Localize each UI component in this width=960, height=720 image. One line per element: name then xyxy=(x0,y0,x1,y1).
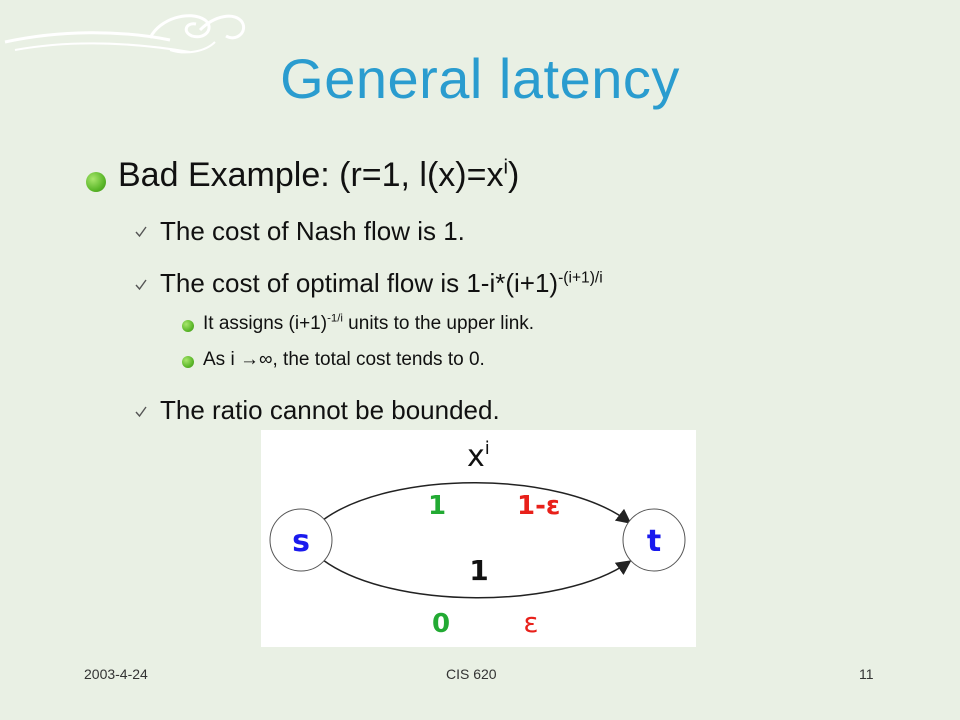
sub-bullet-dot-icon xyxy=(182,320,194,332)
subpoint-assigns: It assigns (i+1)-1/i units to the upper … xyxy=(203,313,534,335)
footer-page-number: 11 xyxy=(859,666,874,682)
upper-edge xyxy=(322,482,632,524)
nash-flow-upper: 1 xyxy=(428,491,446,521)
lower-edge xyxy=(322,559,632,599)
footer-date: 2003-4-24 xyxy=(84,666,148,682)
point-nash-cost: The cost of Nash flow is 1. xyxy=(160,216,465,246)
point-optimal-cost-text: The cost of optimal flow is 1-i*(i+1) xyxy=(160,268,559,298)
subpoint-limit: As i →∞, the total cost tends to 0. xyxy=(203,349,485,371)
subpoint-assigns-a: It assigns (i+1) xyxy=(203,313,328,334)
point-optimal-cost-sup: -(i+1)/i xyxy=(558,269,603,287)
footer-course: CIS 620 xyxy=(446,666,497,682)
node-s-label: s xyxy=(292,524,310,559)
point-ratio-unbounded: The ratio cannot be bounded. xyxy=(160,395,500,425)
bullet-dot-icon xyxy=(86,172,106,192)
optimal-flow-upper: 1-ε xyxy=(517,491,560,521)
subpoint-assigns-b: units to the upper link. xyxy=(342,313,535,334)
arrow-right-icon: → xyxy=(239,349,259,370)
nash-flow-lower: 0 xyxy=(432,609,450,639)
optimal-flow-lower: ε xyxy=(523,606,538,639)
node-t-circle xyxy=(622,508,686,572)
node-t-label: t xyxy=(647,524,661,559)
node-s-circle xyxy=(269,508,333,572)
upper-latency-label: xi xyxy=(467,438,490,474)
subpoint-limit-a: As i xyxy=(203,349,240,370)
main-bullet-end: ) xyxy=(508,156,520,194)
slide-title: General latency xyxy=(280,47,680,110)
main-bullet-text: Bad Example: (r=1, l(x)=x xyxy=(118,156,504,194)
sub-bullet-dot-icon xyxy=(182,356,194,368)
network-diagram: s t xi 1 1-ε 1 0 ε xyxy=(261,430,696,647)
checkmark-icon xyxy=(135,406,147,418)
checkmark-icon xyxy=(135,279,147,291)
subpoint-limit-b: ∞, the total cost tends to 0. xyxy=(258,349,485,370)
decorative-swirl-ornament xyxy=(4,14,245,54)
point-optimal-cost: The cost of optimal flow is 1-i*(i+1)-(i… xyxy=(160,268,603,299)
main-bullet-sup: i xyxy=(503,156,509,179)
network-diagram-svg: s t xi 1 1-ε 1 0 ε xyxy=(269,438,686,639)
upper-latency-exp: i xyxy=(485,438,490,459)
subpoint-assigns-sup: -1/i xyxy=(327,312,343,325)
main-bullet: Bad Example: (r=1, l(x)=xi) xyxy=(118,156,519,195)
lower-latency-label: 1 xyxy=(469,554,488,587)
checkmark-icon xyxy=(135,226,147,238)
upper-latency-base: x xyxy=(467,439,485,474)
